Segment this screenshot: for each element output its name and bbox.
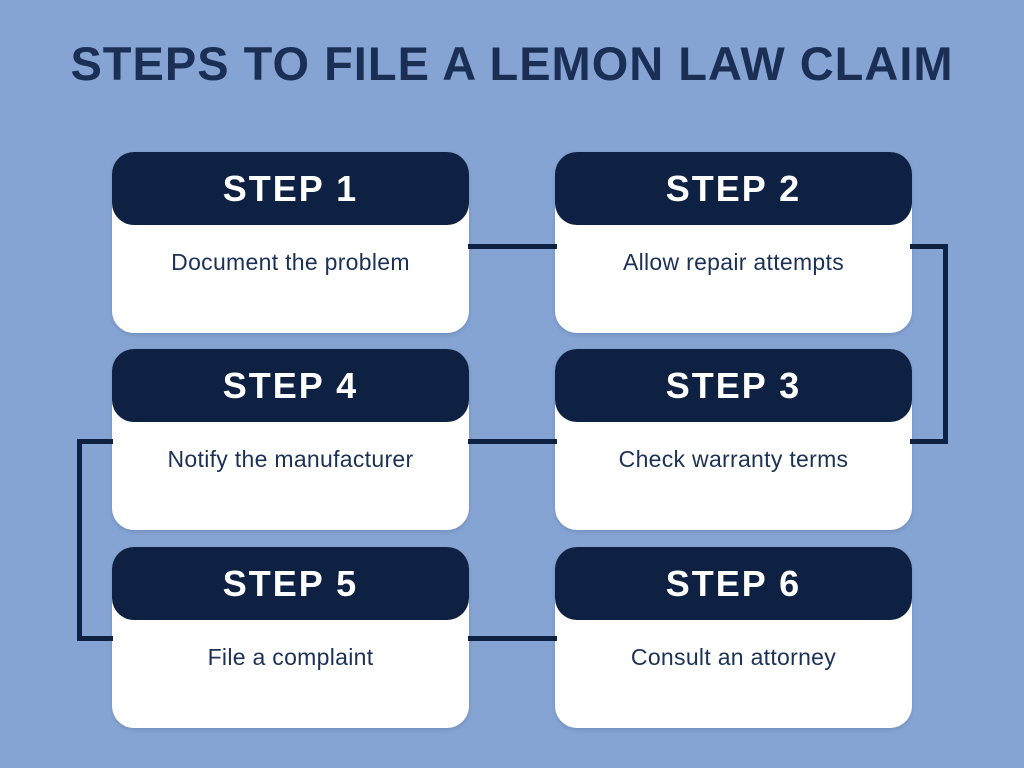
step-2-body: Allow repair attempts <box>555 225 912 333</box>
step-3-label: STEP 3 <box>665 364 802 406</box>
step-3-body: Check warranty terms <box>555 422 912 530</box>
step-6-card: STEP 6 Consult an attorney <box>555 547 912 728</box>
connector-step2-step3-bottom <box>910 439 948 444</box>
step-2-description: Allow repair attempts <box>622 249 845 275</box>
step-4-card: STEP 4 Notify the manufacturer <box>112 349 469 530</box>
step-1-description: Document the problem <box>171 249 410 275</box>
step-1-card: STEP 1 Document the problem <box>112 152 469 333</box>
step-6-label: STEP 6 <box>665 562 802 604</box>
step-3-header: STEP 3 <box>555 349 912 422</box>
step-5-label: STEP 5 <box>222 562 359 604</box>
page-title: STEPS TO FILE A LEMON LAW CLAIM <box>70 37 954 90</box>
step-2-label: STEP 2 <box>665 167 802 209</box>
step-6-description: Consult an attorney <box>630 644 837 670</box>
step-1-body: Document the problem <box>112 225 469 333</box>
connector-step4-step5-bottom <box>77 636 113 641</box>
connector-step2-step3-top <box>910 244 948 249</box>
step-2-header: STEP 2 <box>555 152 912 225</box>
connector-step5-step6 <box>468 636 557 641</box>
step-3-card: STEP 3 Check warranty terms <box>555 349 912 530</box>
step-6-body: Consult an attorney <box>555 620 912 728</box>
connector-step2-step3-vertical <box>943 244 948 444</box>
connector-step4-step5-vertical <box>77 439 82 641</box>
step-5-body: File a complaint <box>112 620 469 728</box>
step-6-header: STEP 6 <box>555 547 912 620</box>
step-1-header: STEP 1 <box>112 152 469 225</box>
step-4-body: Notify the manufacturer <box>112 422 469 530</box>
step-5-description: File a complaint <box>207 644 374 670</box>
step-4-description: Notify the manufacturer <box>167 446 414 472</box>
step-1-label: STEP 1 <box>222 167 359 209</box>
step-5-header: STEP 5 <box>112 547 469 620</box>
connector-step1-step2 <box>468 244 557 249</box>
step-4-label: STEP 4 <box>222 364 359 406</box>
step-4-header: STEP 4 <box>112 349 469 422</box>
step-5-card: STEP 5 File a complaint <box>112 547 469 728</box>
connector-step4-step5-top <box>77 439 113 444</box>
step-2-card: STEP 2 Allow repair attempts <box>555 152 912 333</box>
step-3-description: Check warranty terms <box>618 446 849 472</box>
connector-step3-step4 <box>468 439 557 444</box>
